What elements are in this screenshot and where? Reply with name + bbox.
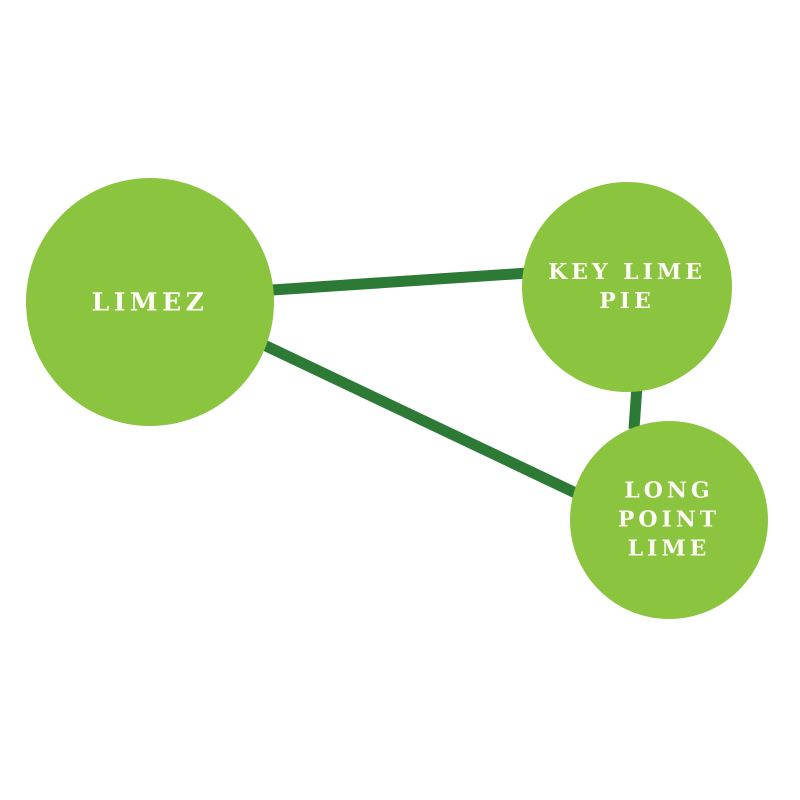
edge-limez-long-point-lime[interactable]	[261, 340, 585, 501]
edge-limez-key-lime-pie[interactable]	[271, 267, 529, 296]
node-long-point-lime[interactable]	[570, 421, 768, 619]
node-group	[26, 178, 768, 619]
node-limez[interactable]	[26, 178, 274, 426]
node-key-lime-pie[interactable]	[522, 182, 732, 392]
edge-key-lime-pie-long-point-lime[interactable]	[628, 385, 643, 430]
edge-group	[261, 267, 643, 501]
